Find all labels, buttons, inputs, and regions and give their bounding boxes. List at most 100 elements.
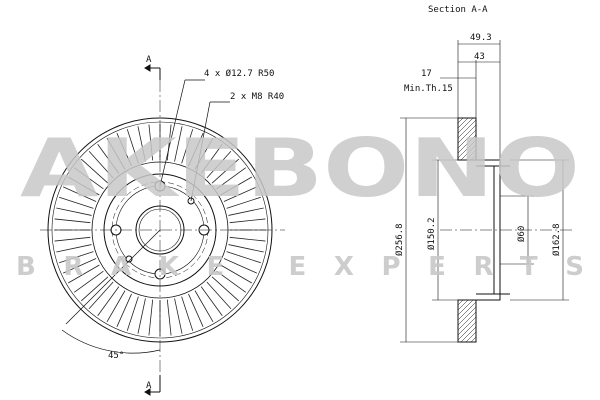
vent-line: [74, 167, 104, 190]
dim-center-bore: Ø60: [516, 226, 527, 242]
vent-line: [97, 144, 120, 174]
hatch-line: [457, 301, 477, 321]
hatch-line: [457, 311, 477, 331]
hole-leaders: [159, 79, 230, 202]
dim-hat-diameter: Ø162.8: [551, 223, 562, 256]
section-markers: [144, 64, 161, 396]
vent-line: [54, 236, 91, 242]
hat-flange: [494, 165, 510, 295]
vent-line: [97, 286, 120, 316]
hatch-line: [457, 139, 477, 159]
vent-line: [59, 251, 94, 264]
vent-line: [211, 158, 240, 184]
vent-line: [148, 299, 154, 336]
vent-line: [229, 236, 266, 242]
vent-line: [194, 290, 214, 322]
vent-line: [200, 286, 223, 316]
vent-line: [63, 258, 97, 274]
vent-line: [137, 126, 146, 162]
vent-line: [211, 276, 240, 302]
vent-line: [200, 144, 223, 174]
watermark-brand: AKEBONO: [20, 122, 580, 215]
vent-line: [228, 207, 264, 216]
hatch-line: [465, 331, 477, 343]
hatch-line: [457, 316, 477, 336]
vent-line: [166, 124, 172, 161]
angle-label: 45°: [108, 351, 124, 361]
vent-line: [220, 176, 252, 196]
vent-line: [56, 207, 92, 216]
dim-min-thickness: Min.Th.15: [404, 84, 453, 94]
vent-line: [126, 296, 139, 331]
vent-line: [226, 251, 261, 264]
hatch-line: [457, 299, 469, 311]
vent-line: [68, 264, 100, 284]
vent-line: [56, 244, 92, 253]
vent-line: [106, 290, 126, 322]
vent-line: [188, 133, 204, 167]
hatch-line: [457, 119, 477, 139]
vent-line: [174, 126, 183, 162]
section-dim-lines: [440, 40, 501, 160]
hatch-line: [457, 117, 464, 124]
vent-line: [223, 258, 257, 274]
vent-line: [116, 293, 132, 327]
hatch-line: [457, 129, 477, 149]
hatch-line: [457, 306, 477, 326]
hatch-line: [457, 117, 474, 134]
holes-large-label: 4 x Ø12.7 R50: [204, 68, 274, 79]
angle-dimension: [61, 229, 161, 354]
section-marker-top: A: [146, 55, 152, 65]
hatch-line: [460, 144, 477, 161]
section-hatching: [457, 117, 477, 343]
bolt-holes: [110, 180, 210, 280]
hat-section: [476, 159, 501, 301]
hatch-line: [465, 149, 477, 161]
vent-line: [206, 281, 232, 310]
hatch-line: [457, 134, 477, 154]
dim-hat-height: 43: [474, 52, 485, 62]
section-vertical-dims: [400, 117, 569, 343]
vent-line: [106, 138, 126, 170]
dim-outer-diameter: Ø256.8: [394, 223, 405, 256]
hatch-line: [457, 299, 474, 316]
vent-line: [80, 276, 109, 302]
watermark-tagline: BRAKE EXPERTS: [16, 252, 584, 282]
vent-line: [59, 196, 94, 209]
vent-line: [216, 270, 246, 293]
hatch-line: [457, 117, 469, 129]
vent-line: [80, 158, 109, 184]
dim-total-height: 49.3: [470, 33, 492, 43]
vent-line: [68, 176, 100, 196]
vent-line: [220, 264, 252, 284]
hatch-line: [457, 124, 477, 144]
hatch-line: [470, 154, 477, 161]
dim-inner-diameter: Ø150.2: [426, 217, 437, 250]
vent-line: [174, 298, 183, 334]
vent-line: [148, 124, 154, 161]
vent-line: [229, 218, 266, 224]
vent-line: [88, 281, 114, 310]
section-marker-bottom: A: [146, 381, 152, 391]
section-title: Section A-A: [428, 5, 488, 15]
vent-line: [54, 218, 91, 224]
vent-line: [166, 299, 172, 336]
hatch-line: [460, 326, 477, 343]
vent-line: [116, 133, 132, 167]
vent-line: [181, 296, 194, 331]
hatch-line: [457, 321, 477, 341]
vent-line: [181, 129, 194, 164]
vent-line: [226, 196, 261, 209]
thread-hole-2: [125, 255, 133, 263]
hatch-line: [457, 299, 464, 306]
vent-line: [223, 186, 257, 202]
vent-line: [126, 129, 139, 164]
vent-line: [63, 186, 97, 202]
dim-thickness: 17: [421, 69, 432, 79]
holes-small-label: 2 x M8 R40: [230, 92, 284, 102]
vent-line: [188, 293, 204, 327]
vent-line: [88, 150, 114, 179]
hatch-line: [470, 336, 477, 343]
